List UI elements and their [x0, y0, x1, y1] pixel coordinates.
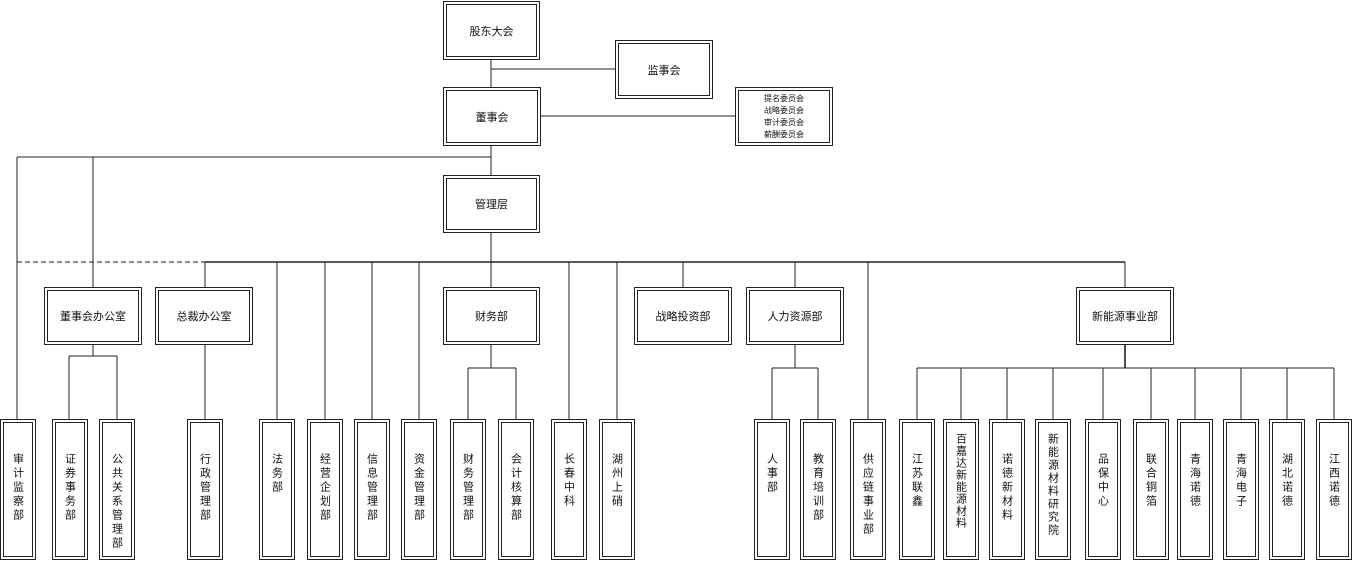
president-office-label: 总裁办公室: [176, 310, 232, 323]
unit-qinghai-electronics: 青海电子: [1226, 422, 1256, 557]
unit-audit: 审计监察部: [3, 422, 33, 557]
board-box: 董事会: [446, 90, 538, 143]
supervisors-box: 监事会: [618, 43, 710, 96]
unit-baijiada: 百嘉达新能源材料: [946, 422, 976, 557]
board-office-label: 董事会办公室: [60, 310, 126, 323]
unit-changchun-label: 长春中科: [562, 453, 576, 509]
shareholders-label: 股东大会: [469, 24, 514, 38]
finance-box: 财务部: [446, 290, 537, 342]
unit-it-label: 信息管理部: [365, 453, 379, 523]
unit-funds-label: 资金管理部: [412, 453, 426, 523]
committee-audit: 审计委员会: [764, 117, 804, 127]
unit-planning-label: 经营企划部: [318, 453, 332, 523]
management-label: 管理层: [475, 198, 508, 211]
unit-hubei-nord-label: 湖北诺德: [1280, 453, 1294, 509]
unit-baijiada-label: 百嘉达新能源材料: [954, 433, 968, 529]
unit-legal: 法务部: [262, 422, 292, 557]
board-office-box: 董事会办公室: [47, 290, 139, 342]
supervisors-label: 监事会: [647, 63, 681, 77]
unit-it: 信息管理部: [357, 422, 387, 557]
president-office-box: 总裁办公室: [158, 290, 250, 342]
unit-legal-label: 法务部: [270, 453, 284, 495]
unit-accounting-label: 会计核算部: [509, 453, 523, 523]
finance-label: 财务部: [475, 310, 508, 323]
unit-supply-chain: 供应链事业部: [853, 422, 883, 557]
unit-research-institute: 新能源材料研究院: [1038, 422, 1068, 557]
unit-huzhou-label: 湖州上硝: [610, 453, 624, 509]
unit-financial-mgmt-label: 财务管理部: [461, 453, 475, 523]
committee-strategy: 战略委员会: [764, 105, 804, 115]
board-label: 董事会: [475, 110, 509, 124]
new-energy-label: 新能源事业部: [1092, 310, 1158, 323]
committee-nomination: 提名委员会: [764, 93, 804, 103]
unit-hubei-nord: 湖北诺德: [1272, 422, 1302, 557]
unit-public-relations-label: 公共关系管理部: [110, 453, 124, 551]
unit-nord-materials: 诺德新材料: [992, 422, 1022, 557]
unit-public-relations: 公共关系管理部: [102, 422, 132, 557]
unit-research-institute-label: 新能源材料研究院: [1046, 433, 1060, 537]
unit-united-copper: 联合铜箔: [1136, 422, 1166, 557]
unit-jiangxi-nord: 江西诺德: [1319, 422, 1349, 557]
unit-nord-materials-label: 诺德新材料: [1000, 453, 1014, 523]
unit-admin-label: 行政管理部: [198, 453, 212, 523]
unit-quality-center: 品保中心: [1088, 422, 1118, 557]
shareholders-box: 股东大会: [446, 4, 537, 57]
unit-huzhou: 湖州上硝: [602, 422, 632, 557]
hr-label: 人力资源部: [767, 310, 823, 323]
unit-audit-label: 审计监察部: [11, 453, 25, 523]
unit-jiangsu-lianxin: 江苏联鑫: [902, 422, 932, 557]
unit-personnel-label: 人事部: [765, 453, 779, 495]
unit-funds: 资金管理部: [404, 422, 434, 557]
strategy-box: 战略投资部: [637, 290, 729, 342]
unit-qinghai-nord: 青海诺德: [1180, 422, 1210, 557]
unit-securities-label: 证券事务部: [63, 453, 77, 523]
unit-personnel: 人事部: [757, 422, 787, 557]
new-energy-box: 新能源事业部: [1079, 290, 1171, 342]
strategy-label: 战略投资部: [655, 310, 711, 323]
unit-admin: 行政管理部: [190, 422, 220, 557]
unit-qinghai-electronics-label: 青海电子: [1234, 453, 1248, 509]
unit-training-label: 教育培训部: [811, 453, 825, 523]
unit-securities: 证券事务部: [55, 422, 85, 557]
unit-qinghai-nord-label: 青海诺德: [1188, 453, 1202, 509]
unit-jiangxi-nord-label: 江西诺德: [1327, 453, 1341, 509]
unit-training: 教育培训部: [803, 422, 833, 557]
hr-box: 人力资源部: [749, 290, 841, 342]
unit-financial-mgmt: 财务管理部: [453, 422, 483, 557]
unit-quality-center-label: 品保中心: [1096, 453, 1110, 509]
unit-united-copper-label: 联合铜箔: [1144, 453, 1158, 509]
unit-jiangsu-lianxin-label: 江苏联鑫: [910, 453, 924, 509]
committee-compensation: 薪酬委员会: [764, 129, 804, 139]
management-box: 管理层: [446, 178, 537, 230]
unit-changchun: 长春中科: [554, 422, 584, 557]
unit-accounting: 会计核算部: [501, 422, 531, 557]
committees-box: 提名委员会 战略委员会 审计委员会 薪酬委员会: [738, 90, 830, 143]
unit-supply-chain-label: 供应链事业部: [861, 453, 875, 537]
unit-planning: 经营企划部: [310, 422, 340, 557]
